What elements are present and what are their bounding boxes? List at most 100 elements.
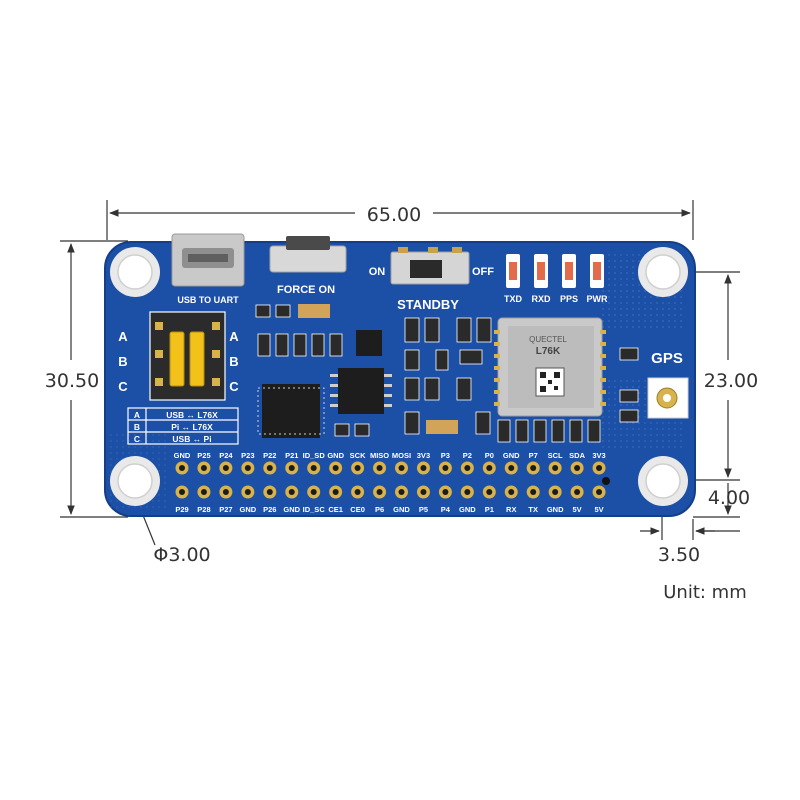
header-pin-hole bbox=[222, 465, 229, 471]
header-bottom-label: RX bbox=[506, 505, 516, 514]
led-rxd bbox=[534, 254, 548, 288]
mounting-hole-top-left bbox=[110, 247, 160, 297]
header-bottom-label: GND bbox=[547, 505, 564, 514]
led-label: RXD bbox=[531, 294, 551, 304]
header-bottom-label: P26 bbox=[263, 505, 276, 514]
header-pin-hole bbox=[574, 465, 581, 471]
header-pin-hole bbox=[244, 465, 251, 471]
header-top-label: P24 bbox=[219, 451, 233, 460]
hole-diameter-label: Φ3.00 bbox=[153, 544, 210, 566]
height-dimension-label: 30.50 bbox=[45, 370, 99, 392]
header-pin-hole bbox=[288, 465, 295, 471]
jumper-row-label-right: C bbox=[229, 379, 239, 394]
dimension-lines bbox=[60, 200, 740, 546]
header-top-label: ID_SD bbox=[303, 451, 326, 460]
mode-table-value: USB ↔ L76X bbox=[166, 410, 218, 420]
header-top-label: 3V3 bbox=[417, 451, 430, 460]
module-brand: QUECTEL bbox=[529, 335, 567, 344]
module-name: L76K bbox=[536, 346, 561, 357]
header-bottom-label: ID_SC bbox=[303, 505, 326, 514]
header-pin-hole bbox=[508, 489, 515, 495]
header-bottom-label: P29 bbox=[175, 505, 188, 514]
header-pin-hole bbox=[486, 465, 493, 471]
mounting-holes bbox=[110, 247, 688, 506]
header-bottom-label: P5 bbox=[419, 505, 428, 514]
mounting-hole-top-right bbox=[638, 247, 688, 297]
header-top-label: P7 bbox=[529, 451, 538, 460]
header-top-label: GND bbox=[174, 451, 191, 460]
header-bottom-label: P1 bbox=[485, 505, 494, 514]
header-bottom-label: 5V bbox=[573, 505, 582, 514]
components bbox=[255, 304, 639, 443]
header-pin-hole bbox=[398, 465, 405, 471]
header-bottom-label: GND bbox=[459, 505, 476, 514]
mode-table-value: Pi ↔ L76X bbox=[171, 422, 213, 432]
usb-label: USB TO UART bbox=[177, 295, 239, 305]
mode-table-key: A bbox=[134, 410, 140, 420]
header-pin-hole bbox=[179, 489, 185, 495]
header-top-label: P22 bbox=[263, 451, 276, 460]
status-leds bbox=[506, 254, 604, 288]
header-pin-hole bbox=[376, 465, 383, 471]
header-pin-hole bbox=[266, 489, 273, 495]
header-pin-hole bbox=[332, 489, 339, 495]
header-pin-hole bbox=[596, 465, 603, 471]
edge-offset-y-label: 4.00 bbox=[708, 487, 750, 509]
header-pin-hole bbox=[222, 489, 229, 495]
capacitor-tan bbox=[298, 304, 330, 318]
header-top-label: GND bbox=[327, 451, 344, 460]
mode-table-key: C bbox=[134, 434, 140, 444]
jumper-block bbox=[149, 311, 226, 401]
gps-label: GPS bbox=[651, 350, 683, 367]
header-pin-hole bbox=[420, 465, 427, 471]
header-pin-hole bbox=[486, 489, 493, 495]
header-pin-hole bbox=[288, 489, 295, 495]
header-pin-hole bbox=[200, 465, 207, 471]
header-top-label: GND bbox=[503, 451, 520, 460]
mode-table bbox=[127, 407, 239, 445]
header-bottom-label: TX bbox=[528, 505, 538, 514]
unit-label: Unit: mm bbox=[663, 582, 747, 603]
header-bottom-label: CE1 bbox=[328, 505, 343, 514]
standby-label: STANDBY bbox=[397, 297, 459, 312]
standby-switch bbox=[390, 247, 470, 285]
jumper-cap-left bbox=[169, 331, 185, 387]
header-pin-hole bbox=[354, 465, 361, 471]
force-on-label: FORCE ON bbox=[277, 284, 335, 296]
led-label: PWR bbox=[587, 294, 608, 304]
header-bottom-label: P4 bbox=[441, 505, 451, 514]
header-pin-hole bbox=[420, 489, 427, 495]
header-pin-hole bbox=[200, 489, 207, 495]
header-bottom-label: P6 bbox=[375, 505, 384, 514]
header-bottom-label: GND bbox=[283, 505, 300, 514]
jumper-cap-right bbox=[189, 331, 205, 387]
header-pin-hole bbox=[552, 465, 559, 471]
hole-spacing-label: 23.00 bbox=[704, 370, 758, 392]
header-top-label: MOSI bbox=[392, 451, 411, 460]
header-pin-hole bbox=[332, 465, 339, 471]
header-pin-hole bbox=[442, 465, 449, 471]
header-pin-hole bbox=[179, 465, 185, 471]
jumper-row-label-left: B bbox=[118, 354, 127, 369]
header-pin-hole bbox=[464, 489, 471, 495]
header-bottom-label: CE0 bbox=[350, 505, 365, 514]
jumper-row-label-right: A bbox=[229, 329, 239, 344]
pcb-board bbox=[104, 241, 696, 517]
switch-on-label: ON bbox=[369, 266, 386, 278]
header-top-label: P23 bbox=[241, 451, 254, 460]
mounting-hole-bottom-left bbox=[110, 456, 160, 506]
edge-offset-x-label: 3.50 bbox=[658, 544, 700, 566]
jumper-row-label-right: B bbox=[229, 354, 238, 369]
header-bottom-label: GND bbox=[393, 505, 410, 514]
gpio-header bbox=[175, 461, 610, 499]
led-pps bbox=[562, 254, 576, 288]
mode-table-key: B bbox=[134, 422, 140, 432]
header-pin-hole bbox=[530, 465, 537, 471]
header-pin-hole bbox=[464, 465, 471, 471]
small-chip bbox=[356, 330, 382, 356]
header-bottom-label: 5V bbox=[594, 505, 603, 514]
header-pin-hole bbox=[596, 489, 603, 495]
header-pin-hole bbox=[442, 489, 449, 495]
